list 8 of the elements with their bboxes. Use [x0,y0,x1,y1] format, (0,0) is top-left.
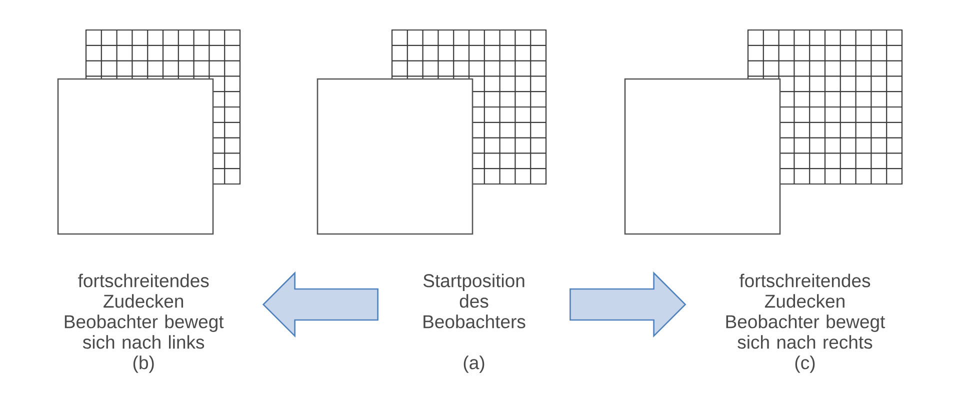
panel-label: (c) [795,356,815,373]
block-arrow [570,271,686,338]
node-label: fortschreitendes Zudecken Beobachter bewegt sich nach links [64,274,224,349]
block-arrow [262,271,378,338]
node-label: fortschreitendes Zudecken Beobachter bewegt sich nach rechts [726,274,886,349]
node-label: Startposition des Beobachters [423,274,526,328]
panel-label: (b) [133,356,154,373]
panel-label: (a) [464,356,484,373]
